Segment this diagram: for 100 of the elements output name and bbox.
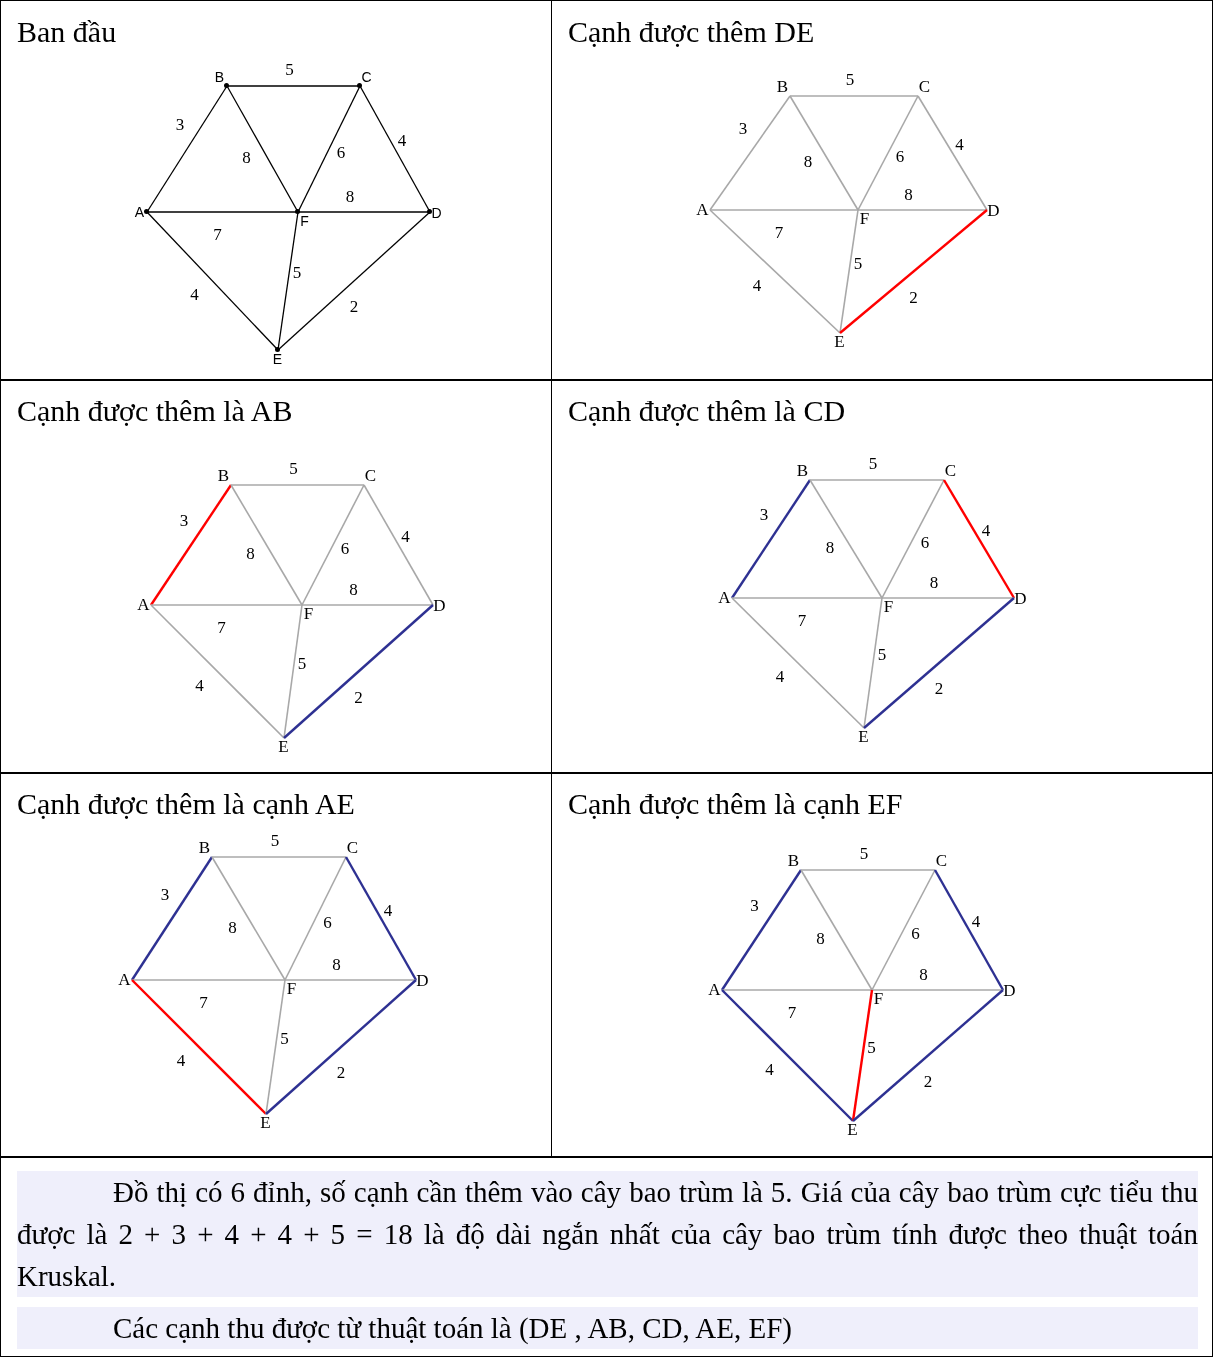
graph-edge: [709, 95, 791, 211]
vertex-label: C: [359, 67, 374, 86]
vertex-label: E: [845, 1120, 860, 1139]
edge-weight: 4: [775, 668, 785, 686]
edge-weight: 4: [383, 901, 393, 920]
edge-weight: 7: [213, 226, 222, 244]
graph-edge: [211, 856, 347, 858]
edge-weight: 7: [797, 612, 807, 630]
edge-weight: 8: [803, 153, 813, 171]
edge-weight: 3: [738, 120, 748, 138]
edge-weight: 5: [289, 460, 298, 478]
edge-weight: 4: [401, 528, 410, 546]
graph-edge: [851, 989, 874, 1122]
edge-weight: 2: [909, 288, 918, 307]
graph-edge: [721, 869, 802, 991]
edge-weight: 4: [752, 276, 762, 295]
graph-edge: [150, 484, 232, 606]
graph-edge: [131, 979, 267, 1115]
edge-weight: 3: [160, 885, 170, 904]
edge-weight: 5: [853, 254, 863, 273]
vertex-label: B: [795, 461, 810, 480]
graph-edge: [800, 869, 873, 991]
edge-weight: 8: [825, 539, 835, 557]
edge-weight: 3: [179, 512, 189, 530]
edge-weight: 8: [246, 545, 255, 563]
vertex-label: D: [1002, 981, 1017, 1000]
graph-edge: [230, 484, 365, 486]
graph-edge: [731, 479, 811, 599]
graph-edge: [942, 479, 1016, 599]
edge-weight: 5: [877, 646, 887, 664]
edge-weight: 4: [981, 522, 991, 540]
vertex-label: E: [270, 349, 285, 368]
vertex-label: C: [943, 461, 958, 480]
vertex-label: F: [871, 989, 886, 1008]
edge-weight: 5: [270, 832, 280, 850]
graph-edge: [283, 604, 303, 739]
vertex-label: A: [695, 200, 710, 219]
graph-edge: [731, 597, 865, 729]
edge-weight: 8: [816, 930, 825, 948]
graph-edge: [284, 979, 417, 981]
edge-weight: 4: [971, 913, 981, 931]
graph-edge: [277, 211, 431, 351]
graph-edge: [721, 989, 854, 1122]
edge-weight: 4: [195, 676, 204, 695]
graph-edge: [301, 484, 365, 606]
edge-weight: 5: [867, 1038, 876, 1057]
vertex-label: D: [432, 596, 447, 615]
edge-weight: 8: [228, 918, 237, 937]
graph-edge: [839, 209, 859, 334]
graph-edge: [721, 989, 873, 991]
panel-title: Ban đầu: [17, 15, 117, 49]
panel-cell: [551, 772, 1213, 1158]
edge-weight: 6: [895, 148, 905, 166]
graph-edge: [809, 479, 883, 599]
graph-edge: [871, 989, 1004, 991]
edge-weight: 7: [787, 1004, 797, 1022]
vertex-label: F: [297, 211, 312, 230]
graph-edge: [150, 604, 303, 606]
paragraph: Các cạnh thu được từ thuật toán là (DE , AB, CD, AE, EF): [17, 1307, 1198, 1349]
vertex-label: C: [363, 466, 378, 485]
edge-weight: 5: [280, 1030, 289, 1048]
graph-edge: [839, 209, 988, 334]
vertex-label: A: [707, 980, 722, 999]
edge-weight: 4: [190, 286, 199, 304]
graph-edge: [852, 989, 1004, 1122]
vertex-label: F: [301, 604, 316, 623]
edge-weight: 2: [923, 1072, 933, 1091]
graph-edge: [284, 856, 347, 981]
vertex-label: B: [786, 851, 801, 870]
edge-weight: 8: [929, 574, 939, 592]
graph-edge: [265, 979, 286, 1115]
vertex-label: C: [934, 851, 949, 870]
graph-edge: [857, 95, 919, 211]
edge-weight: 8: [242, 149, 251, 167]
graph-edge: [917, 95, 988, 211]
vertex-label: F: [284, 979, 299, 998]
panel-cell: [0, 772, 552, 1158]
edge-weight: 5: [868, 455, 878, 473]
edge-weight: 6: [340, 540, 350, 558]
edge-weight: 2: [336, 1064, 346, 1082]
edge-weight: 5: [292, 264, 302, 282]
graph-edge: [709, 209, 841, 334]
vertex-label: A: [132, 202, 147, 221]
vertex-label: D: [1013, 589, 1028, 608]
vertex-label: F: [857, 209, 872, 228]
edge-weight: 8: [919, 966, 928, 984]
edge-weight: 4: [397, 132, 407, 150]
vertex-label: D: [429, 203, 444, 222]
edge-weight: 7: [199, 994, 208, 1012]
vertex-label: A: [717, 588, 732, 607]
graph-edge: [863, 597, 1015, 729]
vertex-label: E: [856, 727, 871, 746]
vertex-label: D: [986, 201, 1001, 220]
vertex-label: B: [212, 67, 227, 86]
graph-edge: [881, 479, 945, 599]
graph-edge: [789, 95, 859, 211]
panel-title: Cạnh được thêm là CD: [568, 394, 846, 428]
panel-title: Cạnh được thêm là cạnh EF: [568, 787, 903, 821]
graph-edge: [863, 597, 883, 729]
vertex-label: D: [415, 971, 430, 990]
